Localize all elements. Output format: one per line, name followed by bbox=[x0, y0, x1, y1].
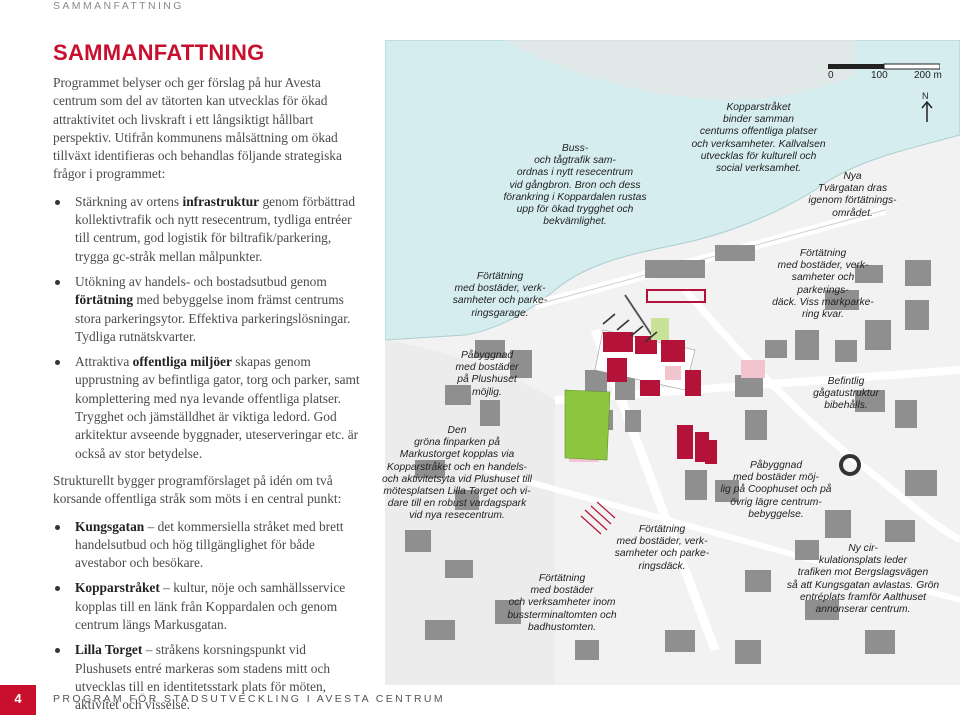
callout-fortatning-parkeringsdack2: Förtätning med bostäder, verk- samheter … bbox=[614, 524, 710, 572]
strategy-list: Stärkning av ortens infrastruktur genom … bbox=[53, 193, 363, 463]
callout-kopparstraket: Kopparstråket binder samman centums offe… bbox=[691, 102, 826, 175]
callout-ny-cirkulation: Ny cir- kulationsplats leder trafiken mo… bbox=[786, 543, 940, 616]
callout-fortatning-bussterminal: Förtätning med bostäder och verksamheter… bbox=[507, 573, 617, 633]
west-land bbox=[385, 340, 555, 685]
list-item: Kopparstråket – kultur, nöje och samhäll… bbox=[53, 579, 363, 634]
road-bergslagsvagen bbox=[682, 287, 960, 544]
north-arrow-icon bbox=[921, 100, 933, 122]
scale-label-200: 200 m bbox=[914, 70, 942, 81]
site-plan-svg bbox=[385, 40, 960, 685]
intro-paragraph: Programmet belyser och ger förslag på hu… bbox=[53, 75, 342, 182]
list-item: Attraktiva offentliga miljöer skapas gen… bbox=[53, 353, 363, 463]
gangbro bbox=[624, 294, 656, 341]
road-south bbox=[484, 467, 960, 603]
footer-title: PROGRAM FÖR STADSUTVECKLING I AVESTA CEN… bbox=[53, 693, 446, 705]
north-label: N bbox=[922, 91, 929, 101]
callout-pabyggnad-plushuset: Påbyggnad med bostäder på Plushuset möjl… bbox=[455, 350, 519, 398]
scale-bar bbox=[828, 63, 940, 70]
page-number: 4 bbox=[0, 685, 36, 715]
road-edge bbox=[534, 209, 886, 306]
text-column: Programmet belyser och ger förslag på hu… bbox=[53, 74, 363, 724]
list-item: Kungsgatan – det kommersiella stråket me… bbox=[53, 518, 363, 573]
callout-buss: Buss- och tågtrafik sam- ordnas i nytt r… bbox=[503, 143, 647, 228]
scale-label-100: 100 bbox=[871, 70, 888, 81]
site-plan-map bbox=[385, 40, 960, 685]
structure-paragraph: Strukturellt bygger programförslaget på … bbox=[53, 472, 342, 507]
new-buildings bbox=[603, 289, 717, 464]
list-item: Stärkning av ortens infrastruktur genom … bbox=[53, 193, 363, 266]
callout-befintlig: Befintlig gågatustruktur bibehålls. bbox=[813, 376, 879, 412]
section-title: SAMMANFATTNING bbox=[53, 40, 265, 65]
running-head: SAMMANFATTNING bbox=[53, 0, 184, 12]
plushuset-green bbox=[651, 318, 669, 340]
callout-fortatning-parkeringsdack: Förtätning med bostäder, verk- samheter … bbox=[772, 248, 874, 321]
callout-pabyggnad-coophuset: Påbyggnad med bostäder möj- lig på Cooph… bbox=[720, 460, 832, 520]
list-item: Lilla Torget – stråkens korsningspunkt v… bbox=[53, 641, 363, 714]
strak-list: Kungsgatan – det kommersiella stråket me… bbox=[53, 518, 363, 715]
callout-nya-tvargatan: Nya Tvärgatan dras igenom förtätnings- o… bbox=[808, 171, 897, 219]
callout-fortatning-garage: Förtätning med bostäder, verk- samheter … bbox=[452, 271, 548, 319]
island-land bbox=[505, 40, 855, 101]
callout-den-grona: Den gröna finparken på Markustorget kopp… bbox=[382, 425, 532, 522]
resecentrum-hatch bbox=[580, 501, 616, 535]
scale-label-0: 0 bbox=[828, 70, 834, 81]
kopparstraket-dashes bbox=[602, 313, 658, 343]
list-item: Utökning av handels- och bostadsutbud ge… bbox=[53, 273, 363, 346]
river-water bbox=[385, 40, 960, 341]
markustorget-park bbox=[564, 389, 611, 461]
roundabout-marker bbox=[839, 454, 861, 476]
